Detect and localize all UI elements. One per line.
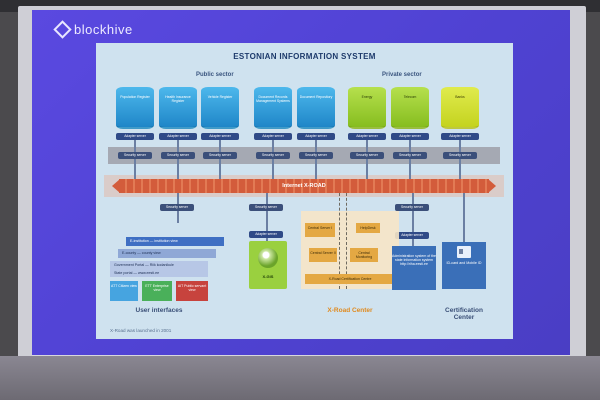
xroad-body <box>119 179 489 193</box>
connector-line <box>463 193 465 242</box>
security-server: Security server <box>393 152 427 159</box>
globe-icon <box>258 248 278 268</box>
ui-enterprise-view: ETT Enterprise view <box>142 281 172 301</box>
adapter-server: Adapter server <box>395 232 429 239</box>
administration-system: Administration system of the state infor… <box>392 246 436 290</box>
xgis-box: X-GIS <box>249 241 287 289</box>
security-server: Security server <box>256 152 290 159</box>
ui-public-servant-view: AIT Public servant view <box>176 281 208 301</box>
security-server: Security server <box>350 152 384 159</box>
connector-line <box>177 140 179 184</box>
adapter-server: Adapter server <box>391 133 429 140</box>
connector-line <box>409 140 411 184</box>
xgis-label: X-GIS <box>262 274 274 279</box>
adapter-server: Adapter server <box>159 133 197 140</box>
database-telecom: Telecom <box>391 87 429 129</box>
adapter-server: Adapter server <box>254 133 292 140</box>
footnote: X-Road was launched in 2001 <box>110 328 172 333</box>
dashed-divider <box>346 193 347 289</box>
adapter-server: Adapter server <box>249 231 283 238</box>
user-interfaces-label: User interfaces <box>135 307 183 314</box>
database-document-repository: Document Repository <box>297 87 335 129</box>
connector-line <box>412 193 414 246</box>
ui-government-portal: Government Portal — Riik kodanikule <box>110 261 208 270</box>
dashed-divider <box>339 193 340 289</box>
slide-title: ESTONIAN INFORMATION SYSTEM <box>233 52 376 61</box>
ui-citizen-view: ATT Citizen view <box>110 281 138 301</box>
xroad-label: Internet X-ROAD <box>282 183 326 189</box>
connector-line <box>219 140 221 184</box>
database-energy: Energy <box>348 87 386 129</box>
private-sector-label: Private sector <box>382 72 422 78</box>
security-server: Security server <box>118 152 152 159</box>
xroad-center-label: X-Road Center <box>327 307 373 314</box>
id-card-box: ID-card and Mobile ID <box>442 242 486 289</box>
hive-logo-icon <box>53 20 72 39</box>
helpdesk: HelpDesk <box>356 223 380 233</box>
database-banks: Banks <box>441 87 479 129</box>
connector-line <box>315 140 317 184</box>
id-card-label: ID-card and Mobile ID <box>446 261 482 265</box>
database-document-records: Document Records Management Systems <box>254 87 292 129</box>
security-server: Security server <box>161 152 195 159</box>
database-population-register: Population Register <box>116 87 154 129</box>
ui-e-institution: E-institution — institution view <box>126 237 224 246</box>
ui-state-portal: State portal — www.eesti.ee <box>110 270 208 277</box>
arrow-left-icon <box>112 179 120 193</box>
diagram-slide: ESTONIAN INFORMATION SYSTEM Public secto… <box>96 43 513 339</box>
security-server: Security server <box>299 152 333 159</box>
security-server: Security server <box>160 204 194 211</box>
room-floor <box>0 356 600 400</box>
security-server: Security server <box>443 152 477 159</box>
certification-center-label: Certification Center <box>445 307 483 321</box>
adapter-server: Adapter server <box>116 133 154 140</box>
connector-line <box>134 140 136 184</box>
xroad-arrow: Internet X-ROAD <box>112 179 496 193</box>
adapter-server: Adapter server <box>441 133 479 140</box>
connector-line <box>459 140 461 184</box>
central-server-2: Central Server II <box>309 248 337 262</box>
id-card-icon <box>457 246 471 258</box>
central-server-1: Central Server I <box>305 223 335 237</box>
connector-line <box>272 140 274 184</box>
central-monitoring: Central Monitoring <box>350 248 378 262</box>
adapter-server: Adapter server <box>201 133 239 140</box>
public-sector-label: Public sector <box>196 72 234 78</box>
adapter-server: Adapter server <box>297 133 335 140</box>
database-health-insurance: Health Insurance Register <box>159 87 197 129</box>
security-server: Security server <box>395 204 429 211</box>
brand: blockhive <box>53 20 133 39</box>
ui-e-county: E-county — county view <box>118 249 216 258</box>
xroad-certification-centre: X-Road Certification Centre <box>305 274 395 284</box>
connector-line <box>366 140 368 184</box>
brand-name: blockhive <box>74 22 133 37</box>
database-vehicle-register: Vehicle Register <box>201 87 239 129</box>
adapter-server: Adapter server <box>348 133 386 140</box>
security-server: Security server <box>203 152 237 159</box>
security-server: Security server <box>249 204 283 211</box>
connector-line <box>266 193 268 241</box>
arrow-right-icon <box>488 179 496 193</box>
